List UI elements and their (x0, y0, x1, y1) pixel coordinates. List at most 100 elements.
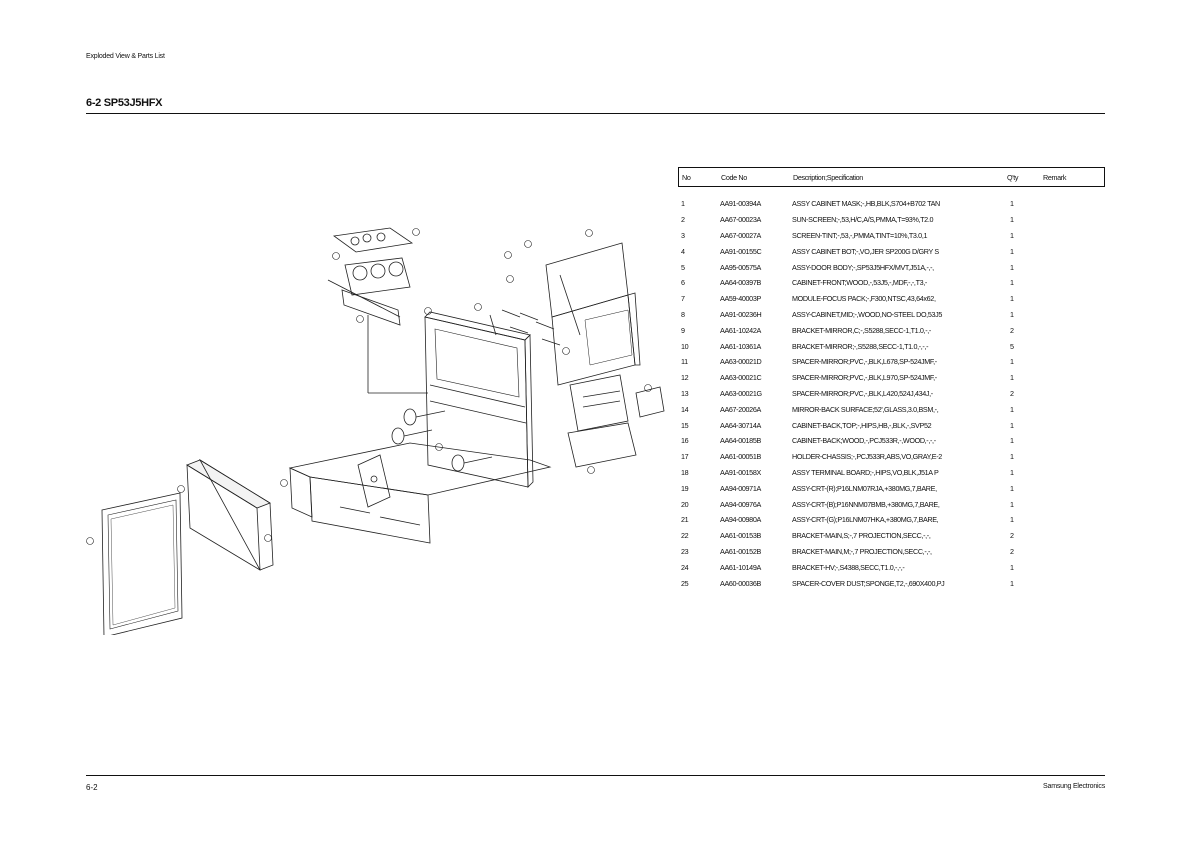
cell-code-no: AA61-10242A (720, 325, 761, 335)
cell-qty: 1 (1010, 309, 1014, 319)
cell-code-no: AA91-00394A (720, 199, 761, 209)
cell-no: 17 (681, 452, 689, 462)
cell-no: 2 (681, 215, 685, 225)
cell-qty: 1 (1010, 373, 1014, 383)
footer-rule (86, 775, 1105, 776)
cell-qty: 1 (1010, 562, 1014, 572)
cell-no: 22 (681, 531, 689, 541)
cell-qty: 1 (1010, 578, 1014, 588)
title-rule (86, 113, 1105, 114)
cell-description: BRACKET-MAIN,S;-,7 PROJECTION,SECC,-,-, (792, 531, 931, 541)
cell-code-no: AA94-00976A (720, 499, 761, 509)
cell-no: 5 (681, 262, 685, 272)
cell-qty: 1 (1010, 515, 1014, 525)
callouts (86, 228, 652, 545)
cell-description: ASSY CABINET BOT;-,VO,JER SP200G D/GRY S (792, 246, 939, 256)
cell-no: 9 (681, 325, 685, 335)
header-no: No (682, 172, 691, 182)
cell-description: HOLDER-CHASSIS;-,PCJ533R,ABS,VO,GRAY,E-2 (792, 452, 942, 462)
cell-no: 19 (681, 483, 689, 493)
cell-qty: 1 (1010, 246, 1014, 256)
header-remark: Remark (1043, 172, 1067, 182)
cell-description: MIRROR-BACK SURFACE;52',GLASS,3.0,BSM,-, (792, 404, 939, 414)
cell-no: 10 (681, 341, 689, 351)
part-cabinet-bottom (288, 442, 552, 544)
part-screen-panels (186, 458, 274, 571)
cell-no: 21 (681, 515, 689, 525)
cell-no: 11 (681, 357, 688, 367)
cell-no: 14 (681, 404, 689, 414)
cell-code-no: AA61-00051B (720, 452, 761, 462)
cell-no: 6 (681, 278, 685, 288)
cell-qty: 1 (1010, 483, 1014, 493)
cell-qty: 2 (1010, 388, 1014, 398)
part-cabinet-back (489, 242, 641, 386)
cell-description: ASSY-CRT-(G);P16LNM07HKA,+380MG,7,BARE, (792, 515, 939, 525)
section-title: 6-2 SP53J5HFX (86, 97, 163, 109)
cell-qty: 1 (1010, 262, 1014, 272)
cell-code-no: AA67-00023A (720, 215, 761, 225)
cell-description: ASSY TERMINAL BOARD;-,HIPS,VO,BLK,J51A P (792, 467, 939, 477)
part-main-chassis (567, 374, 665, 468)
cell-qty: 1 (1010, 294, 1014, 304)
cell-qty: 1 (1010, 230, 1014, 240)
footer-company: Samsung Electronics (1043, 783, 1105, 790)
cell-description: SPACER-MIRROR;PVC,-,BLK,L678,SP-524JMF,- (792, 357, 937, 367)
part-crt-tubes (391, 408, 493, 472)
part-cabinet-mask (101, 492, 183, 635)
parts-table: No Code No Description;Specification Q't… (678, 167, 1105, 591)
cell-qty: 1 (1010, 404, 1014, 414)
cell-no: 8 (681, 309, 685, 319)
cell-code-no: AA63-00021C (720, 373, 762, 383)
cell-code-no: AA64-00397B (720, 278, 761, 288)
header-qty: Q'ty (1007, 172, 1019, 182)
header-description: Description;Specification (793, 172, 863, 182)
cell-description: ASSY CABINET MASK;-,HB,BLK,S704+B702 TAN (792, 199, 940, 209)
part-focus-pack (357, 454, 391, 508)
cell-code-no: AA61-10149A (720, 562, 761, 572)
cell-code-no: AA59-40003P (720, 294, 761, 304)
cell-code-no: AA60-00036B (720, 578, 761, 588)
cell-description: SPACER-COVER DUST;SPONGE,T2,-,690X400,PJ (792, 578, 945, 588)
cell-no: 12 (681, 373, 689, 383)
header-code-no: Code No (721, 172, 747, 182)
cell-description: ASSY-CRT-(B);P16NNM07BMB,+380MG,7,BARE, (792, 499, 940, 509)
cell-code-no: AA67-20026A (720, 404, 761, 414)
cell-description: SUN-SCREEN;-,53,H/C,A/S,PMMA,T=93%,T2.0 (792, 215, 934, 225)
exploded-view-diagram (86, 227, 665, 635)
cell-code-no: AA67-00027A (720, 230, 761, 240)
cell-description: BRACKET-MAIN,M;-,7 PROJECTION,SECC,-,-, (792, 546, 932, 556)
cell-code-no: AA64-30714A (720, 420, 761, 430)
cell-description: BRACKET-HV;-,S4388,SECC,T1.0,-,-,- (792, 562, 905, 572)
table-row: 2 AA67-00023A SUN-SCREEN;-,53,H/C,A/S,PMMA… (678, 212, 1105, 228)
cell-qty: 1 (1010, 420, 1014, 430)
table-header: No Code No Description;Specification Q't… (678, 167, 1105, 187)
part-holder-chassis (327, 227, 428, 394)
cell-description: SCREEN-TINT;-,53,-,PMMA,TINT=10%,T3.0,1 (792, 230, 928, 240)
cell-qty: 1 (1010, 436, 1014, 446)
cell-qty: 1 (1010, 278, 1014, 288)
cell-description: BRACKET-MIRROR;-,S5288,SECC-1,T1.0,-,-,- (792, 341, 929, 351)
cell-no: 16 (681, 436, 689, 446)
cell-no: 24 (681, 562, 689, 572)
part-cabinet-front (424, 311, 534, 488)
cell-code-no: AA63-00021G (720, 388, 762, 398)
cell-description: MODULE-FOCUS PACK;-,F300,NTSC,43,64x62, (792, 294, 936, 304)
table-row: 14 AA67-20026A MIRROR-BACK SURFACE;52',GLA… (678, 401, 1105, 417)
cell-code-no: AA94-00980A (720, 515, 761, 525)
cell-code-no: AA91-00158X (720, 467, 761, 477)
